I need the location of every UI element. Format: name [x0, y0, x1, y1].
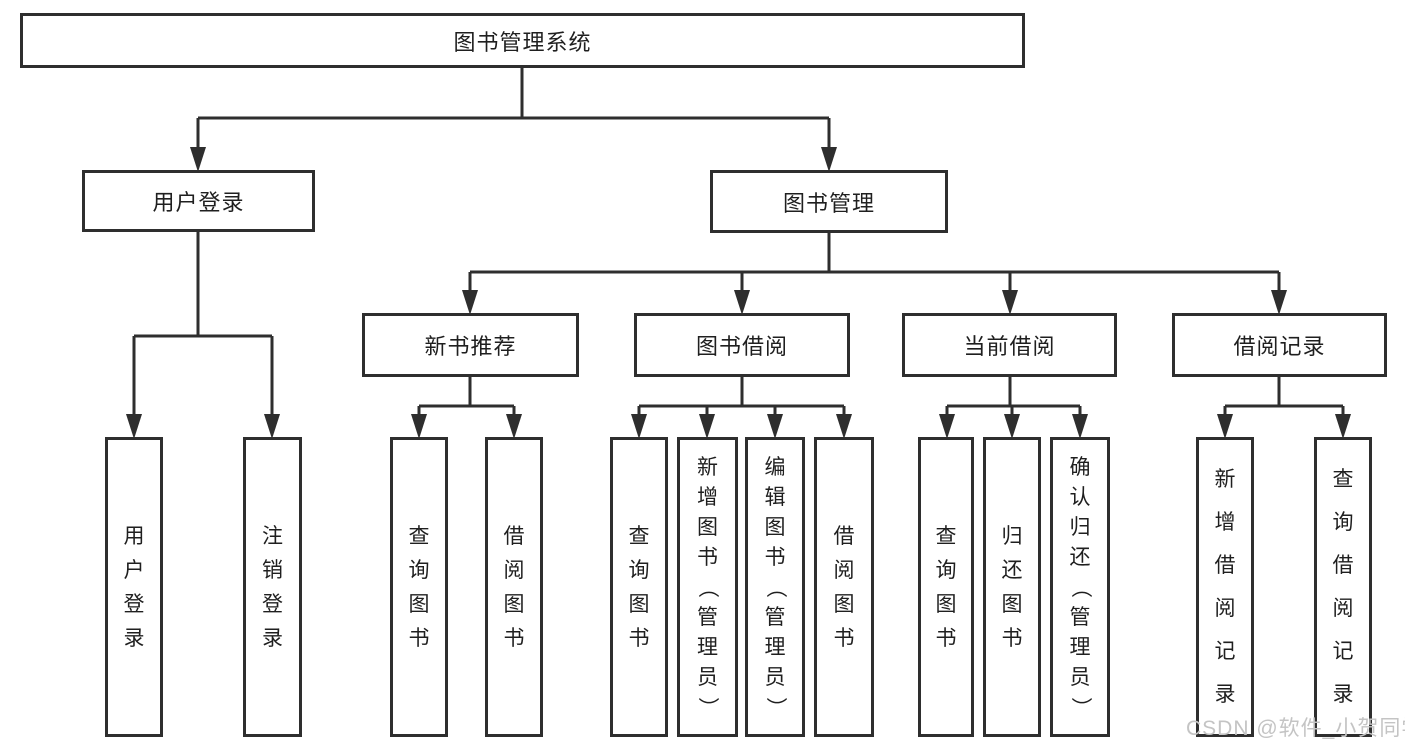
node-book-borrowing: 图书借阅 — [634, 313, 850, 377]
leaf-query-books: 查询图书 — [918, 437, 974, 737]
leaf-user-login: 用户登录 — [105, 437, 163, 737]
leaf-edit-books-admin: 编辑图书（管理员） — [745, 437, 805, 737]
leaf-logout-login: 注销登录 — [243, 437, 302, 737]
leaf-add-borrow-record: 新增借阅记录 — [1196, 437, 1254, 737]
node-label: 图书管理系统 — [453, 29, 592, 55]
leaf-confirm-return-admin: 确认归还（管理员） — [1050, 437, 1110, 737]
leaf-borrow-books: 借阅图书 — [814, 437, 874, 737]
leaf-query-books: 查询图书 — [610, 437, 668, 737]
node-label: 图书管理 — [782, 190, 875, 216]
leaf-return-books: 归还图书 — [983, 437, 1041, 737]
arrowheads — [126, 147, 1351, 439]
node-book-management-system: 图书管理系统 — [20, 13, 1025, 68]
node-borrowing-records: 借阅记录 — [1172, 313, 1387, 377]
leaf-borrow-books: 借阅图书 — [485, 437, 543, 737]
node-label: 借阅记录 — [1233, 334, 1326, 359]
node-label: 用户登录 — [152, 190, 245, 215]
node-label: 新书推荐 — [424, 334, 517, 359]
node-book-management: 图书管理 — [710, 170, 948, 233]
node-user-login: 用户登录 — [82, 170, 315, 232]
node-current-borrowing: 当前借阅 — [902, 313, 1117, 377]
node-label: 当前借阅 — [963, 334, 1056, 359]
leaf-add-books-admin: 新增图书（管理员） — [677, 437, 738, 737]
node-label: 图书借阅 — [695, 334, 788, 359]
watermark: CSDN @软件_小贺同学 — [1186, 717, 1405, 740]
node-new-book-recommendation: 新书推荐 — [362, 313, 579, 377]
leaf-query-books: 查询图书 — [390, 437, 448, 737]
leaf-query-borrow-record: 查询借阅记录 — [1314, 437, 1372, 737]
